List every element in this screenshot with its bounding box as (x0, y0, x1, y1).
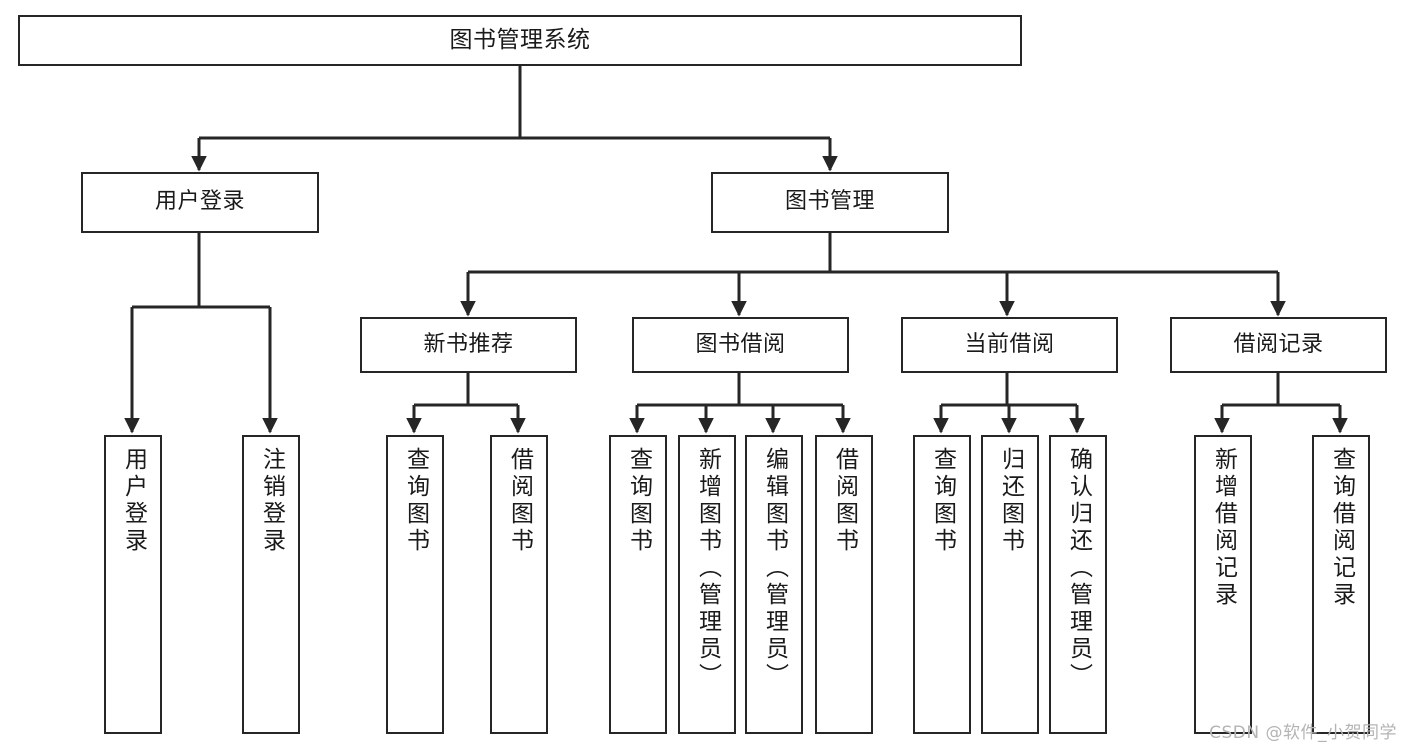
node-label: 借阅图书 (831, 447, 858, 555)
leaf-edit-book-admin[interactable]: 编辑图书（管理员） (745, 435, 803, 734)
node-root-book-management-system[interactable]: 图书管理系统 (18, 15, 1022, 66)
node-new-book-recommendation[interactable]: 新书推荐 (360, 317, 577, 373)
node-label: 图书管理 (784, 189, 875, 215)
node-label: 图书借阅 (695, 331, 786, 357)
node-label: 图书管理系统 (449, 26, 591, 53)
leaf-user-login[interactable]: 用户登录 (104, 435, 162, 734)
node-label: 借阅图书 (506, 447, 533, 555)
node-book-management[interactable]: 图书管理 (711, 172, 949, 233)
node-current-borrow[interactable]: 当前借阅 (901, 317, 1118, 373)
node-label: 用户登录 (120, 447, 147, 555)
node-label: 查询图书 (402, 447, 429, 555)
node-label: 确认归还（管理员） (1065, 447, 1092, 690)
leaf-confirm-return-admin[interactable]: 确认归还（管理员） (1049, 435, 1107, 734)
node-label: 新增图书（管理员） (694, 447, 721, 690)
node-label: 注销登录 (258, 447, 285, 555)
node-label: 查询图书 (625, 447, 652, 555)
node-label: 用户登录 (154, 189, 245, 215)
leaf-query-book-1[interactable]: 查询图书 (386, 435, 444, 734)
leaf-query-book-3[interactable]: 查询图书 (913, 435, 971, 734)
node-label: 查询借阅记录 (1328, 447, 1355, 609)
node-book-borrow[interactable]: 图书借阅 (632, 317, 849, 373)
leaf-query-borrow-record[interactable]: 查询借阅记录 (1312, 435, 1370, 734)
leaf-return-book[interactable]: 归还图书 (981, 435, 1039, 734)
leaf-query-book-2[interactable]: 查询图书 (609, 435, 667, 734)
node-label: 借阅记录 (1233, 331, 1324, 357)
csdn-watermark: CSDN @软件_小贺同学 (1209, 723, 1397, 743)
leaf-add-borrow-record[interactable]: 新增借阅记录 (1194, 435, 1252, 734)
node-label: 当前借阅 (964, 331, 1055, 357)
node-borrow-record[interactable]: 借阅记录 (1170, 317, 1387, 373)
node-label: 归还图书 (997, 447, 1024, 555)
leaf-logout[interactable]: 注销登录 (242, 435, 300, 734)
leaf-borrow-book-1[interactable]: 借阅图书 (490, 435, 548, 734)
node-label: 编辑图书（管理员） (761, 447, 788, 690)
node-user-login[interactable]: 用户登录 (81, 172, 319, 233)
leaf-add-book-admin[interactable]: 新增图书（管理员） (678, 435, 736, 734)
node-label: 新书推荐 (423, 331, 514, 357)
leaf-borrow-book-2[interactable]: 借阅图书 (815, 435, 873, 734)
node-label: 查询图书 (929, 447, 956, 555)
node-label: 新增借阅记录 (1210, 447, 1237, 609)
